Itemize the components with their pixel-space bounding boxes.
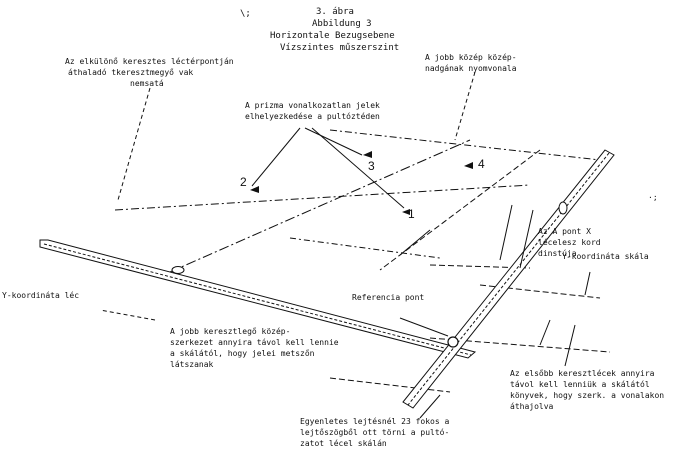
- label-bottom-note: Egyenletes lejtésnél 23 fokos a lejtőszö…: [300, 416, 449, 448]
- right-mark: ·;: [648, 193, 658, 202]
- prism-number-4: 4: [478, 157, 485, 171]
- distance-line-d: [329, 377, 451, 393]
- label-cross-line: A jobb közép közép- nadgának nyomvonala: [425, 52, 517, 73]
- left-note-leader: [99, 309, 156, 321]
- caption-hungarian-subtitle: Vízszintes műszerszint: [280, 43, 399, 53]
- svg-text:nadgának nyomvonala: nadgának nyomvonala: [425, 64, 517, 73]
- bottom-note-leader: [419, 394, 441, 419]
- caption-figure-number: 3. ábra: [316, 7, 354, 17]
- svg-text:zatot lécel skálán: zatot lécel skálán: [300, 438, 387, 448]
- distance-arrows: [399, 204, 591, 346]
- right-staff-target: [558, 201, 568, 215]
- prism-3: 3: [363, 151, 375, 173]
- reference-point: [447, 336, 459, 348]
- left-staff: [39, 239, 477, 359]
- svg-text:a skálától, hogy jelei metszőn: a skálától, hogy jelei metszőn: [170, 348, 315, 358]
- prism-4: 4: [464, 157, 485, 171]
- svg-text:távol kell lenniük a skálától: távol kell lenniük a skálától: [510, 379, 650, 389]
- label-reference: Referencia pont: [352, 293, 424, 302]
- svg-text:Az elsőbb keresztlécek annyira: Az elsőbb keresztlécek annyira: [510, 368, 655, 378]
- cross-label-leader: [454, 71, 476, 141]
- label-horizontal-line: Az elkülönő keresztes léctérpontján átha…: [65, 56, 234, 88]
- svg-text:lejtőszögből ott törni a pultó: lejtőszögből ott törni a pultó-: [300, 427, 449, 437]
- svg-text:látszanak: látszanak: [170, 360, 214, 369]
- svg-text:nemsatá: nemsatá: [130, 79, 164, 88]
- right-note-leader: [564, 324, 576, 367]
- prism-leaders: [251, 127, 405, 209]
- svg-text:lécelesz kord: lécelesz kord: [538, 237, 601, 247]
- svg-text:Az elkülönő keresztes léctérpo: Az elkülönő keresztes léctérpontján: [65, 56, 234, 66]
- caption-german-subtitle: Horizontale Bezugsebene: [270, 31, 395, 41]
- prism-2: 2: [240, 175, 259, 193]
- reference-leader: [399, 317, 449, 337]
- svg-text:A jobb közép közép-: A jobb közép közép-: [425, 52, 517, 62]
- prism-markers: 1 2 3 4: [240, 151, 485, 221]
- svg-text:dinstúja: dinstúja: [538, 249, 577, 258]
- prism-1: 1: [402, 207, 415, 221]
- upper-plane-edge: [329, 129, 601, 161]
- figure-caption: \; 3. ábra Abbildung 3 Horizontale Bezug…: [240, 7, 399, 53]
- svg-text:A prizma vonalkozatlan jelek: A prizma vonalkozatlan jelek: [245, 101, 380, 110]
- prism-number-3: 3: [368, 159, 375, 173]
- svg-text:Egyenletes lejtésnél 23 fokos: Egyenletes lejtésnél 23 fokos a: [300, 416, 449, 426]
- horizontal-reference-line: [114, 184, 531, 211]
- svg-text:szerkezet annyira távol kell l: szerkezet annyira távol kell lennie: [170, 338, 339, 347]
- caption-german-title: Abbildung 3: [312, 19, 372, 29]
- svg-text:áthajolva: áthajolva: [510, 402, 554, 411]
- label-distance: Az A pont X lécelesz kord dinstúja: [538, 227, 601, 258]
- label-right-note: Az elsőbb keresztlécek annyira távol kel…: [510, 368, 664, 411]
- svg-text:A jobb keresztlegő közép-: A jobb keresztlegő közép-: [170, 326, 290, 336]
- label-left-staff: Y-koordináta léc: [2, 290, 79, 300]
- left-staff-target: [171, 266, 185, 274]
- prism-number-2: 2: [240, 175, 247, 189]
- label-left-note: A jobb keresztlegő közép- szerkezet anny…: [170, 326, 339, 369]
- horizontal-label-leader: [117, 87, 151, 201]
- lower-plane-edge: [289, 237, 441, 259]
- prism-number-1: 1: [408, 207, 415, 221]
- svg-text:áthaladó tkeresztmegyő vak: áthaladó tkeresztmegyő vak: [68, 67, 193, 77]
- label-right-staff: Y-koordináta skála: [562, 252, 649, 261]
- svg-text:elhelyezkedése a pultóztéden: elhelyezkedése a pultóztéden: [245, 111, 380, 121]
- label-prisms: A prizma vonalkozatlan jelek elhelyezked…: [245, 101, 380, 121]
- svg-text:Az A pont X: Az A pont X: [538, 227, 591, 236]
- svg-text:könyvek, hogy szerk. a vonalak: könyvek, hogy szerk. a vonalakon: [510, 391, 664, 400]
- top-mark: \;: [240, 9, 251, 19]
- center-trace-line: [169, 139, 471, 273]
